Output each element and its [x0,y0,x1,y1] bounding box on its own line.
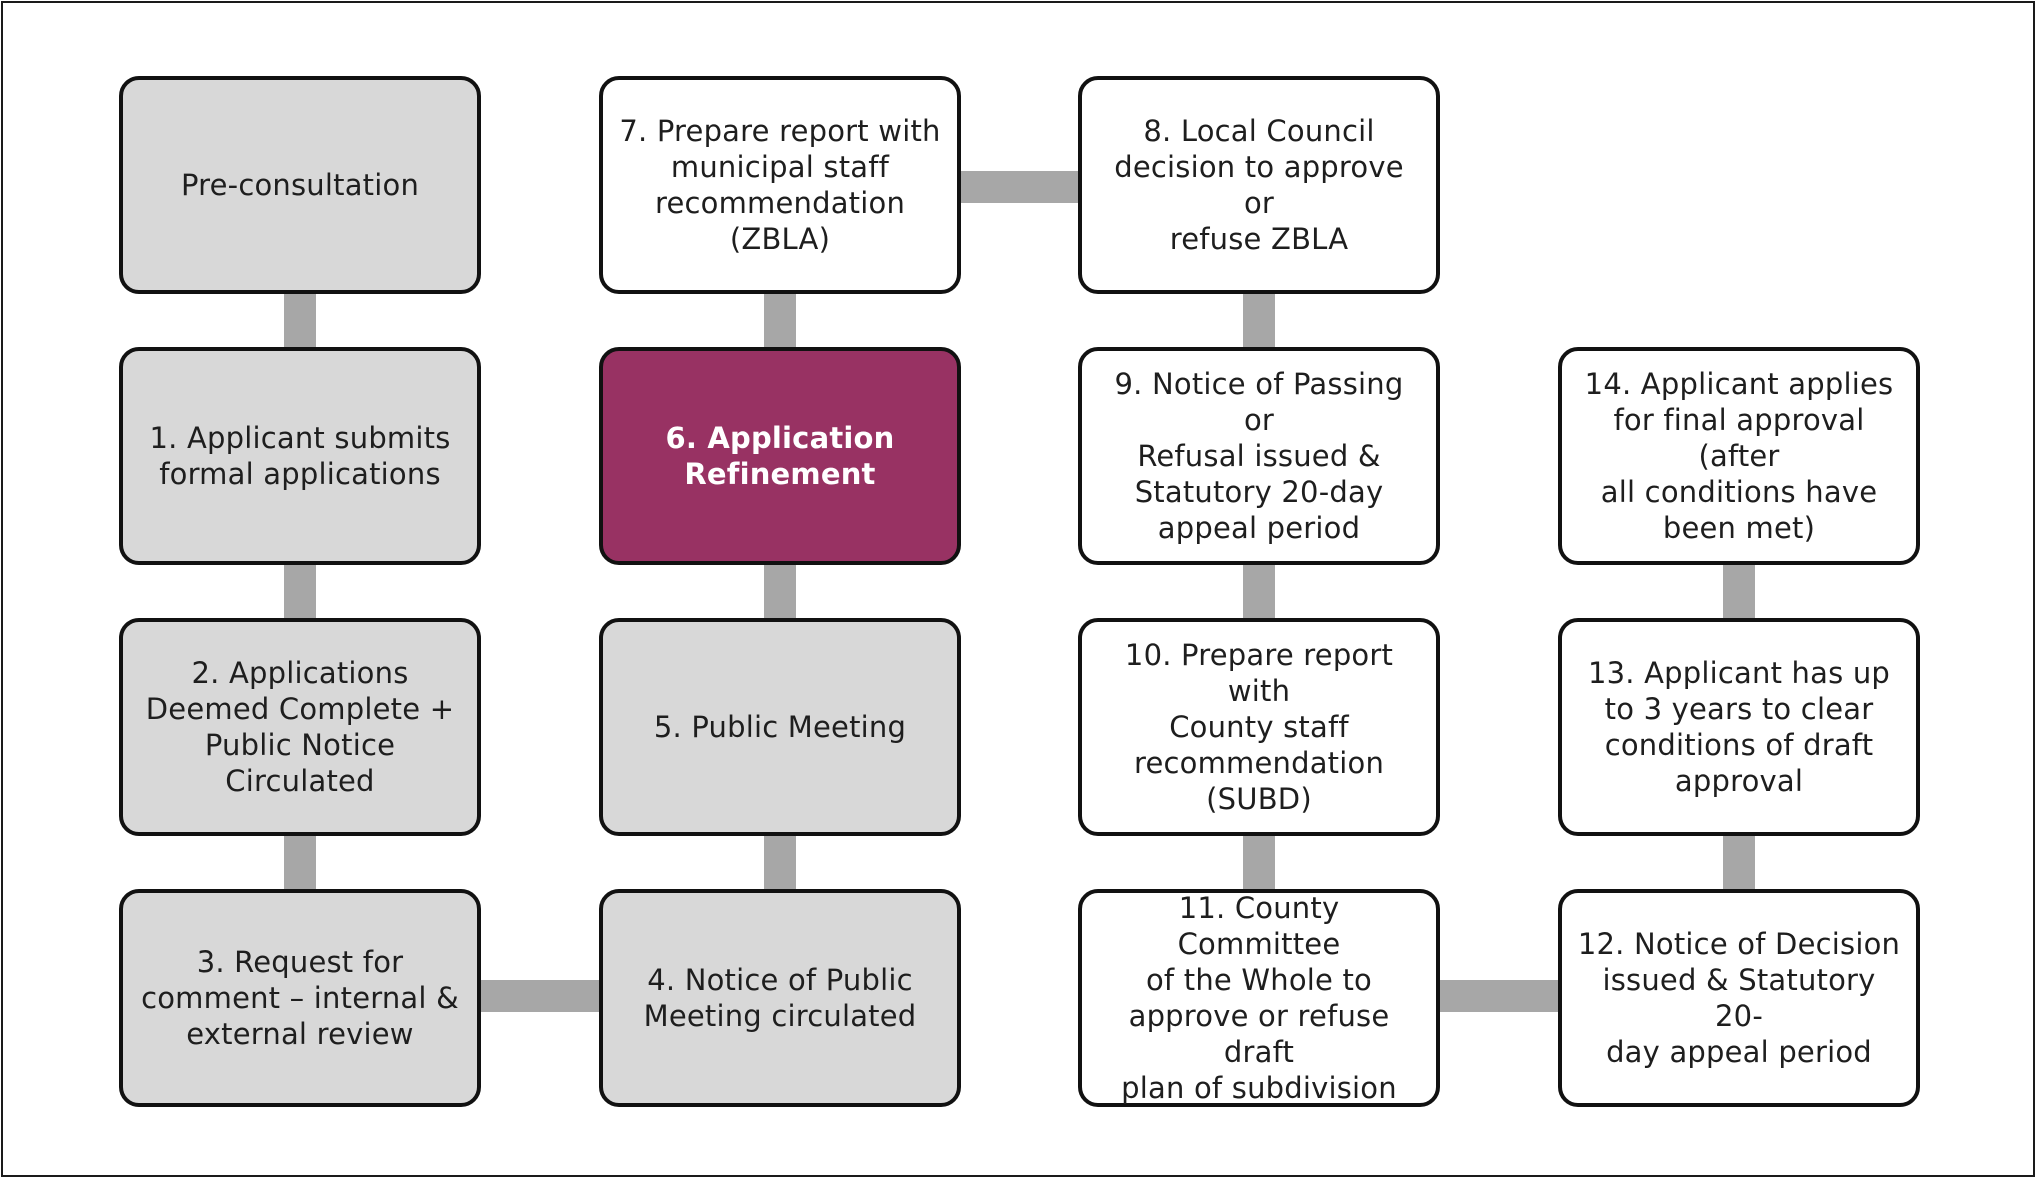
step-9-notice-of-passing: 9. Notice of Passing or Refusal issued &… [1078,347,1440,565]
connector-12-to-13 [1723,834,1755,890]
connector-pre-to-1 [284,292,316,348]
step-12-notice-of-decision: 12. Notice of Decision issued & Statutor… [1558,889,1920,1107]
step-3-label: 3. Request for comment – internal & exte… [141,945,459,1051]
step-6-label: 6. Application Refinement [665,421,895,491]
step-12-label: 12. Notice of Decision issued & Statutor… [1577,927,1901,1069]
step-11-label: 11. County Committee of the Whole to app… [1121,891,1397,1105]
step-7-prepare-report-zbla: 7. Prepare report with municipal staff r… [599,76,961,294]
step-2-label: 2. Applications Deemed Complete + Public… [145,656,455,798]
step-5-label: 5. Public Meeting [653,710,907,744]
step-14-label: 14. Applicant applies for final approval… [1584,367,1894,545]
step-1-label: 1. Applicant submits formal applications [149,421,451,491]
step-11-county-committee: 11. County Committee of the Whole to app… [1078,889,1440,1107]
connector-11-to-12 [1439,980,1559,1012]
connector-8-to-9 [1243,292,1275,348]
connector-10-to-11 [1243,834,1275,890]
step-14-final-approval: 14. Applicant applies for final approval… [1558,347,1920,565]
step-13-label: 13. Applicant has up to 3 years to clear… [1587,656,1891,798]
step-pre-consultation-label: Pre-consultation [180,168,420,202]
connector-7-to-8 [960,171,1080,203]
connector-4-to-5 [764,834,796,890]
step-7-label: 7. Prepare report with municipal staff r… [619,114,941,256]
step-4-label: 4. Notice of Public Meeting circulated [643,963,917,1033]
step-5-public-meeting: 5. Public Meeting [599,618,961,836]
connector-2-to-3 [284,834,316,890]
connector-5-to-6 [764,563,796,619]
connector-6-to-7 [764,292,796,348]
step-8-label: 8. Local Council decision to approve or … [1114,114,1404,256]
step-13-clear-conditions: 13. Applicant has up to 3 years to clear… [1558,618,1920,836]
connector-9-to-10 [1243,563,1275,619]
step-3-request-for-comment: 3. Request for comment – internal & exte… [119,889,481,1107]
step-1-applicant-submits: 1. Applicant submits formal applications [119,347,481,565]
connector-3-to-4 [480,980,600,1012]
step-10-prepare-report-subd: 10. Prepare report with County staff rec… [1078,618,1440,836]
step-pre-consultation: Pre-consultation [119,76,481,294]
step-8-local-council-decision: 8. Local Council decision to approve or … [1078,76,1440,294]
step-2-deemed-complete: 2. Applications Deemed Complete + Public… [119,618,481,836]
connector-13-to-14 [1723,563,1755,619]
step-9-label: 9. Notice of Passing or Refusal issued &… [1114,367,1404,545]
step-4-notice-of-public-meeting: 4. Notice of Public Meeting circulated [599,889,961,1107]
connector-1-to-2 [284,563,316,619]
step-10-label: 10. Prepare report with County staff rec… [1124,638,1394,816]
step-6-application-refinement: 6. Application Refinement [599,347,961,565]
